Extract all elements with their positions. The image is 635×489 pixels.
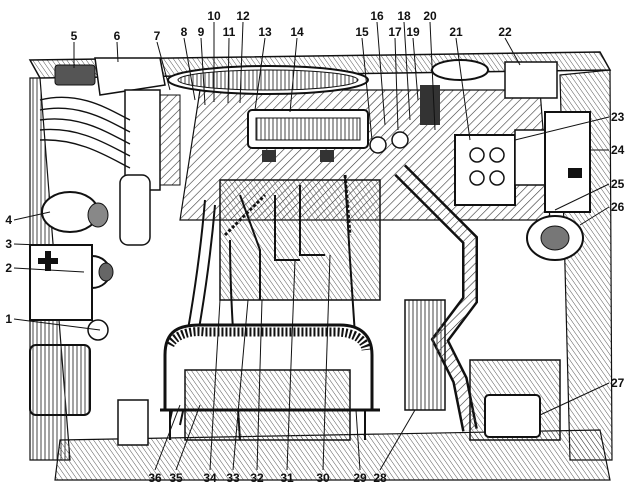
leader-line-23 — [514, 116, 610, 141]
callout-22: 22 — [498, 25, 512, 39]
leader-line-8 — [183, 37, 196, 101]
callout-19: 19 — [406, 25, 420, 39]
callout-14: 14 — [290, 25, 304, 39]
callout-18: 18 — [397, 9, 411, 23]
leader-line-30 — [322, 254, 331, 471]
leader-line-11 — [227, 37, 230, 104]
callout-17: 17 — [388, 25, 402, 39]
lower-left-unit — [29, 319, 149, 446]
right-lower-boxes — [404, 299, 561, 441]
leader-line-9 — [200, 37, 206, 106]
leader-line-4 — [13, 211, 51, 221]
callout-21: 21 — [449, 25, 463, 39]
leader-line-13 — [254, 37, 266, 111]
callout-9: 9 — [198, 25, 205, 39]
callout-27: 27 — [611, 376, 625, 390]
callout-20: 20 — [423, 9, 437, 23]
seat-frame-icon — [160, 323, 380, 441]
leader-line-22 — [504, 37, 521, 66]
callout-26: 26 — [611, 200, 625, 214]
leader-line-26 — [579, 206, 610, 226]
callout-33: 33 — [226, 471, 240, 485]
callout-23: 23 — [611, 110, 625, 124]
leader-line-1 — [13, 318, 101, 331]
callout-31: 31 — [280, 471, 294, 485]
callout-28: 28 — [373, 471, 387, 485]
leader-line-12 — [239, 21, 244, 104]
callout-2: 2 — [5, 261, 12, 275]
callout-13: 13 — [258, 25, 272, 39]
leader-line-3 — [13, 243, 41, 246]
callout-24: 24 — [611, 143, 625, 157]
leader-line-33 — [232, 299, 249, 471]
leader-line-25 — [554, 183, 610, 211]
leader-line-34 — [209, 299, 221, 471]
driver-hatch — [167, 65, 369, 95]
callout-7: 7 — [154, 29, 161, 43]
leader-line-16 — [376, 21, 386, 126]
spring-rods — [223, 174, 352, 237]
leader-line-6 — [116, 41, 119, 63]
wiring-harness — [39, 96, 131, 169]
callout-36: 36 — [148, 471, 162, 485]
leader-line-31 — [286, 259, 296, 471]
leader-line-36 — [154, 404, 181, 471]
leader-line-20 — [429, 21, 436, 131]
leader-line-21 — [455, 37, 471, 141]
callout-30: 30 — [316, 471, 330, 485]
callout-8: 8 — [181, 25, 188, 39]
callout-4: 4 — [5, 213, 12, 227]
callout-11: 11 — [223, 25, 236, 39]
leader-lines — [13, 21, 610, 471]
periscope-icon — [247, 109, 369, 162]
control-levers — [169, 174, 381, 441]
leader-line-28 — [379, 409, 416, 471]
leader-line-7 — [156, 41, 171, 91]
callout-6: 6 — [114, 29, 121, 43]
callout-15: 15 — [355, 25, 369, 39]
callout-35: 35 — [169, 471, 183, 485]
leader-line-15 — [361, 37, 373, 141]
leader-line-29 — [355, 409, 361, 471]
leader-line-2 — [13, 267, 85, 273]
callout-16: 16 — [370, 9, 384, 23]
callout-34: 34 — [203, 471, 217, 485]
leader-line-18 — [403, 21, 411, 121]
leader-line-19 — [412, 37, 419, 101]
callout-10: 10 — [207, 9, 221, 23]
top-left-equipment — [54, 57, 181, 191]
callout-1: 1 — [5, 312, 12, 326]
right-hose — [394, 164, 584, 432]
leader-line-17 — [394, 37, 399, 131]
callout-25: 25 — [611, 177, 625, 191]
instrument-panel-icon — [454, 111, 591, 213]
first-aid-kit-icon — [29, 244, 93, 321]
callout-3: 3 — [5, 237, 12, 251]
callout-32: 32 — [250, 471, 264, 485]
leader-line-32 — [256, 299, 263, 471]
callout-5: 5 — [71, 29, 78, 43]
leader-line-27 — [539, 382, 610, 416]
leader-line-35 — [175, 404, 201, 471]
callout-12: 12 — [236, 9, 250, 23]
leader-line-14 — [289, 37, 298, 113]
callout-29: 29 — [353, 471, 367, 485]
hull-floor — [54, 429, 611, 481]
